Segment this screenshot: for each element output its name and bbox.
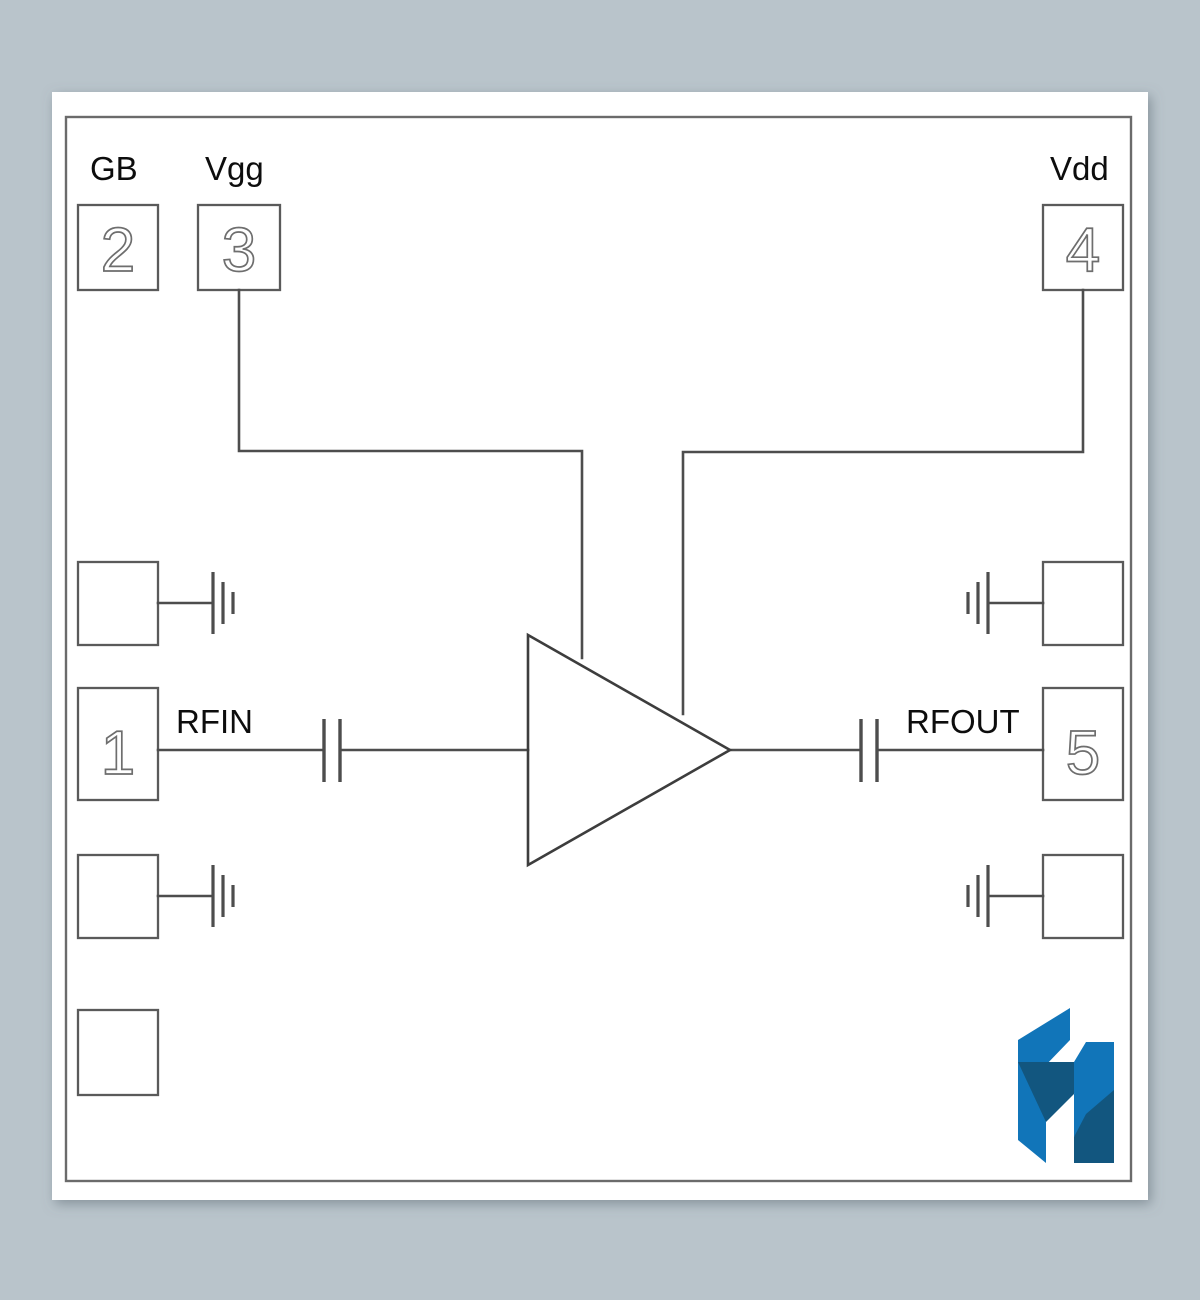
label-vdd: Vdd (1050, 150, 1109, 187)
label-rfout: RFOUT (906, 703, 1020, 740)
logo-blade-upper-right-top (1074, 1042, 1114, 1094)
label-vgg: Vgg (205, 150, 264, 187)
company-logo (1018, 1008, 1114, 1163)
label-gb: GB (90, 150, 138, 187)
logo-column-right-inner (1074, 1114, 1086, 1163)
pad-2-number: 2 (101, 216, 135, 285)
logo-column-left (1018, 1062, 1046, 1163)
ground-symbol-left-bottom (211, 865, 235, 927)
diagram-frame (64, 115, 1133, 1183)
pad-gnd-left-top[interactable] (76, 560, 160, 647)
pad-3-number: 3 (222, 216, 256, 285)
pad-gnd-right-top[interactable] (1041, 560, 1125, 647)
pad-4-number: 4 (1066, 216, 1100, 285)
pad-1[interactable] (76, 686, 160, 802)
pad-nc-left[interactable] (76, 1008, 160, 1097)
pad-1-number: 1 (101, 719, 135, 788)
ground-symbol-right-bottom (966, 865, 990, 927)
pad-2[interactable] (76, 203, 160, 292)
pad-gnd-left-bottom[interactable] (76, 853, 160, 940)
net-vdd-wire (681, 288, 1085, 716)
pad-gnd-right-bottom[interactable] (1041, 853, 1125, 940)
amplifier-symbol[interactable] (526, 632, 733, 868)
pad-5[interactable] (1041, 686, 1125, 802)
pad-5-number: 5 (1066, 719, 1100, 788)
ground-symbol-left-top (211, 572, 235, 634)
pad-3[interactable] (196, 203, 282, 292)
logo-column-right-dark (1086, 1090, 1114, 1163)
label-rfin: RFIN (176, 703, 253, 740)
logo-blade-upper-right (1074, 1042, 1114, 1137)
net-vgg-wire (237, 288, 584, 660)
ground-symbol-right-top (966, 572, 990, 634)
